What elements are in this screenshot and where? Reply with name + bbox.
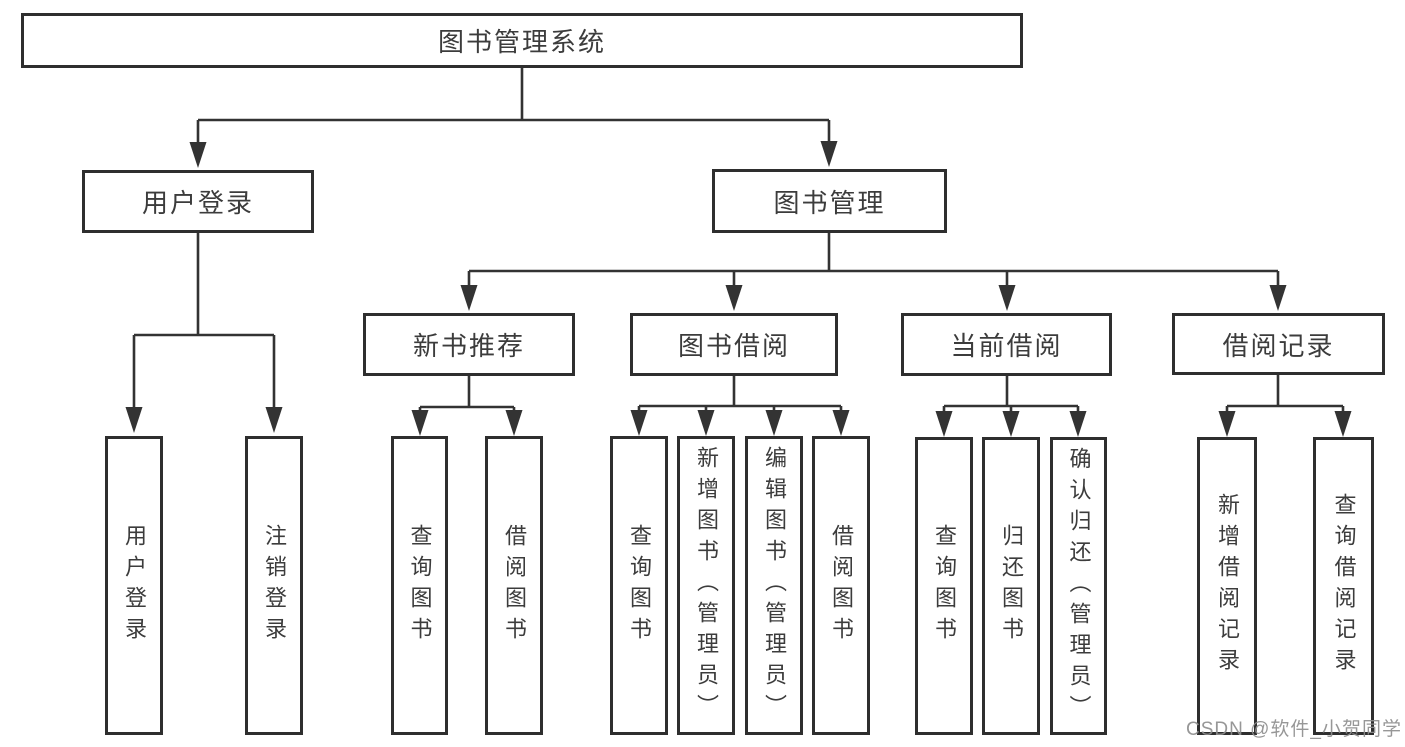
node-book-borrow: 图书借阅 <box>630 313 838 376</box>
node-borrow-records: 借阅记录 <box>1172 313 1385 375</box>
node-user-login-label: 用户登录 <box>141 188 254 218</box>
node-borrow-records-label: 借阅记录 <box>1222 330 1335 361</box>
leaf-nbr-borrow-book-label: 借阅图书 <box>502 523 527 648</box>
node-book-borrow-label: 图书借阅 <box>677 331 790 361</box>
leaf-user-login-label: 用户登录 <box>122 523 147 648</box>
leaf-logout: 注销登录 <box>245 436 303 735</box>
connector-book-borrow-branch <box>630 376 850 436</box>
leaf-bb-borrow-book-label: 借阅图书 <box>829 523 854 648</box>
leaf-br-add-record: 新增借阅记录 <box>1197 437 1257 735</box>
leaf-cb-query-book-label: 查询图书 <box>932 524 957 648</box>
leaf-cb-confirm-return-label: 确认归还（管理员） <box>1066 446 1092 726</box>
leaf-nbr-borrow-book: 借阅图书 <box>485 436 543 735</box>
leaf-bb-query-book: 查询图书 <box>610 436 668 735</box>
leaf-br-add-record-label: 新增借阅记录 <box>1215 493 1240 679</box>
connector-borrow-records-branch <box>1218 375 1352 437</box>
leaf-bb-borrow-book: 借阅图书 <box>812 436 870 735</box>
leaf-cb-return-book-label: 归还图书 <box>999 524 1024 648</box>
connector-root-branch <box>189 68 838 168</box>
leaf-user-login: 用户登录 <box>105 436 163 735</box>
leaf-nbr-query-book: 查询图书 <box>391 436 448 735</box>
node-current-borrow-label: 当前借阅 <box>950 331 1063 361</box>
leaf-bb-edit-book-label: 编辑图书（管理员） <box>762 446 787 725</box>
connector-user-login-branch <box>125 233 283 433</box>
node-book-mgmt: 图书管理 <box>712 169 947 233</box>
leaf-cb-return-book: 归还图书 <box>982 437 1040 735</box>
leaf-logout-label: 注销登录 <box>262 523 287 648</box>
node-user-login: 用户登录 <box>82 170 314 233</box>
leaf-bb-query-book-label: 查询图书 <box>627 523 652 648</box>
node-book-mgmt-label: 图书管理 <box>773 187 886 218</box>
node-root-label: 图书管理系统 <box>437 27 606 57</box>
leaf-bb-edit-book: 编辑图书（管理员） <box>745 436 803 735</box>
connector-new-book-rec-branch <box>411 376 523 436</box>
leaf-bb-add-book: 新增图书（管理员） <box>677 436 735 735</box>
leaf-br-query-record: 查询借阅记录 <box>1313 437 1374 735</box>
connector-current-borrow-branch <box>935 376 1087 437</box>
leaf-nbr-query-book-label: 查询图书 <box>407 523 433 648</box>
node-root: 图书管理系统 <box>21 13 1023 68</box>
connector-book-mgmt-branch <box>460 233 1287 311</box>
node-new-book-rec-label: 新书推荐 <box>412 331 525 361</box>
leaf-bb-add-book-label: 新增图书（管理员） <box>694 446 719 725</box>
csdn-watermark: CSDN @软件_小贺同学 <box>1186 719 1402 740</box>
leaf-br-query-record-label: 查询借阅记录 <box>1331 493 1357 679</box>
node-current-borrow: 当前借阅 <box>901 313 1112 376</box>
leaf-cb-query-book: 查询图书 <box>915 437 973 735</box>
node-new-book-rec: 新书推荐 <box>363 313 575 376</box>
leaf-cb-confirm-return: 确认归还（管理员） <box>1050 437 1107 735</box>
